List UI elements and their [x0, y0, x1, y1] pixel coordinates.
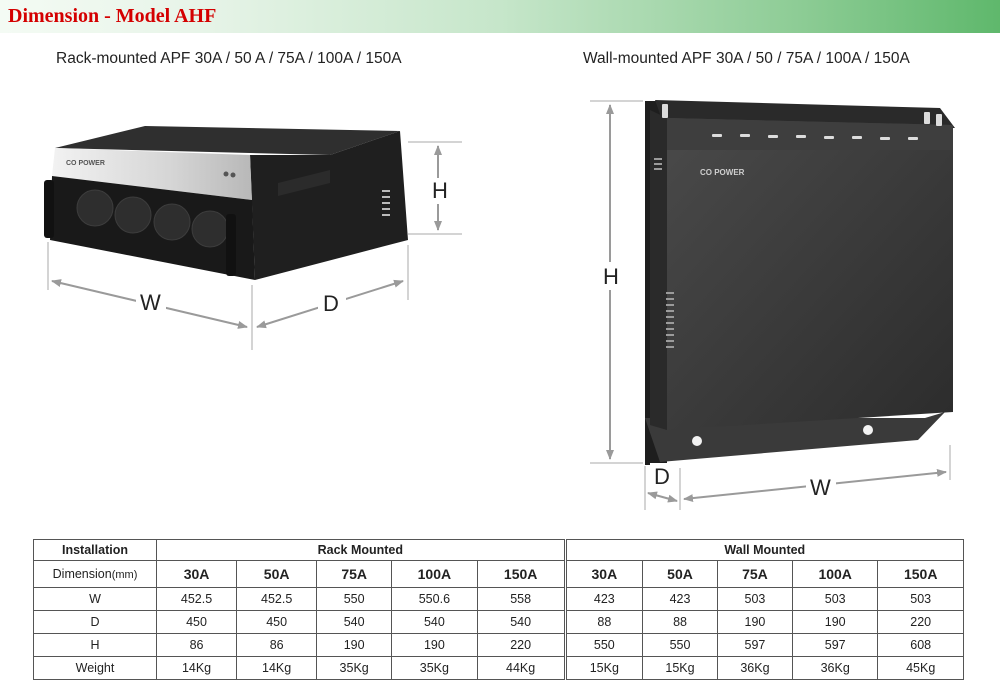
model-cell: 150A [877, 560, 964, 588]
table-cell: 220 [476, 633, 566, 657]
table-cell: 550 [316, 587, 393, 611]
dimension-spec-table: Installation Rack Mounted Wall Mounted D… [33, 539, 965, 680]
table-cell: 423 [563, 587, 644, 611]
table-cell: 35Kg [391, 656, 478, 680]
table-cell: 86 [236, 633, 318, 657]
rack-h-label: H [432, 178, 448, 203]
dimension-header: Dimension(mm) [33, 560, 157, 588]
row-label: Weight [33, 656, 157, 680]
rack-mounted-caption: Rack-mounted APF 30A / 50 A / 75A / 100A… [56, 50, 402, 67]
table-cell: 450 [236, 610, 318, 634]
table-header-row: Installation Rack Mounted Wall Mounted [33, 539, 965, 561]
wall-mounted-group-header: Wall Mounted [563, 539, 965, 561]
table-cell: 540 [476, 610, 566, 634]
model-cell: 75A [716, 560, 793, 588]
table-cell: 190 [791, 610, 879, 634]
left-handle [44, 180, 54, 238]
table-cell: 36Kg [791, 656, 879, 680]
rack-d-label: D [323, 291, 339, 316]
wall-unit-illustration: CO POWER [645, 100, 955, 465]
right-handle [226, 214, 236, 276]
model-cell: 50A [236, 560, 318, 588]
table-cell: 190 [716, 610, 793, 634]
table-cell: 44Kg [476, 656, 566, 680]
row-label: H [33, 633, 157, 657]
wall-w-label: W [810, 475, 831, 500]
model-cell: 75A [316, 560, 393, 588]
dimension-label: Dimension [52, 567, 112, 581]
wall-brand-logo: CO POWER [700, 168, 745, 177]
table-cell: 88 [642, 610, 718, 634]
table-cell: 86 [155, 633, 238, 657]
model-cell: 30A [155, 560, 238, 588]
row-label: W [33, 587, 157, 611]
dimension-figures: CO POWER H W D [44, 100, 955, 510]
model-cell: 100A [391, 560, 478, 588]
table-cell: 608 [877, 633, 964, 657]
table-cell: 540 [316, 610, 393, 634]
table-cell: 452.5 [155, 587, 238, 611]
table-cell: 540 [391, 610, 478, 634]
table-row-w: W 452.5 452.5 550 550.6 558 423 423 503 … [33, 587, 964, 611]
table-row-h: H 86 86 190 190 220 550 550 597 597 608 [33, 633, 964, 657]
table-cell: 14Kg [155, 656, 238, 680]
table-cell: 503 [716, 587, 793, 611]
rack-unit-illustration: CO POWER [44, 126, 408, 280]
rack-w-label: W [140, 290, 161, 315]
table-cell: 14Kg [236, 656, 318, 680]
table-cell: 35Kg [316, 656, 393, 680]
table-cell: 15Kg [563, 656, 644, 680]
table-cell: 423 [642, 587, 718, 611]
table-cell: 558 [476, 587, 566, 611]
table-cell: 88 [563, 610, 644, 634]
model-cell: 100A [791, 560, 879, 588]
table-row-weight: Weight 14Kg 14Kg 35Kg 35Kg 44Kg 15Kg 15K… [33, 656, 964, 680]
table-cell: 503 [877, 587, 964, 611]
table-cell: 220 [877, 610, 964, 634]
table-cell: 550.6 [391, 587, 478, 611]
table-cell: 597 [716, 633, 793, 657]
dimension-unit: (mm) [111, 569, 138, 581]
table-row-d: D 450 450 540 540 540 88 88 190 190 220 [33, 610, 964, 634]
table-cell: 36Kg [716, 656, 793, 680]
row-label: D [33, 610, 157, 634]
table-cell: 597 [791, 633, 879, 657]
table-cell: 503 [791, 587, 879, 611]
table-cell: 190 [316, 633, 393, 657]
table-cell: 550 [563, 633, 644, 657]
table-cell: 15Kg [642, 656, 718, 680]
table-cell: 190 [391, 633, 478, 657]
table-cell: 452.5 [236, 587, 318, 611]
rack-mounted-group-header: Rack Mounted [156, 539, 566, 561]
installation-header: Installation [33, 539, 157, 561]
model-cell: 150A [476, 560, 566, 588]
wall-d-label: D [654, 464, 670, 489]
table-cell: 45Kg [877, 656, 964, 680]
rack-brand-logo: CO POWER [66, 160, 105, 167]
page-title: Dimension - Model AHF [8, 5, 217, 27]
model-cell: 50A [642, 560, 718, 588]
wall-mounted-caption: Wall-mounted APF 30A / 50 / 75A / 100A /… [583, 50, 910, 67]
table-model-row: Dimension(mm) 30A 50A 75A 100A 150A 30A … [33, 560, 964, 588]
table-cell: 550 [642, 633, 718, 657]
model-cell: 30A [563, 560, 644, 588]
title-bar: Dimension - Model AHF [0, 0, 1000, 33]
table-cell: 450 [155, 610, 238, 634]
wall-h-label: H [603, 264, 619, 289]
